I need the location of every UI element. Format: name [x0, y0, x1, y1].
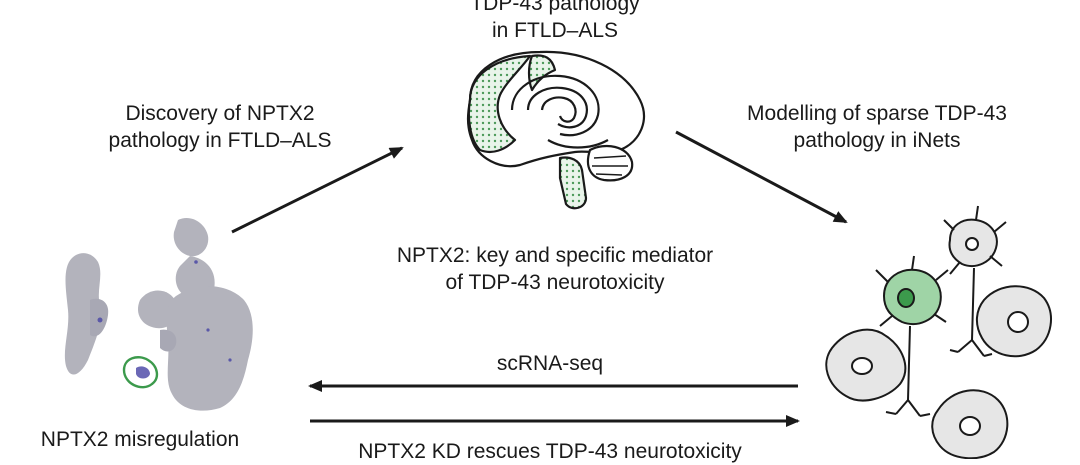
right-label-line1: Modelling of sparse TDP-43 — [747, 102, 1007, 125]
arrow-top-label: scRNA-seq — [496, 352, 604, 375]
center-label-line1: NPTX2: key and specific mediator — [396, 244, 714, 267]
center-label-line2: of TDP-43 neurotoxicity — [445, 271, 665, 294]
right-label: Modelling of sparse TDP-43 pathology in … — [712, 100, 1042, 154]
arrow-bottom-label: NPTX2 KD rescues TDP-43 neurotoxicity — [358, 440, 742, 463]
bottom-left-label: NPTX2 misregulation — [40, 428, 240, 451]
left-label-line2: pathology in FTLD–ALS — [108, 129, 332, 152]
left-label: Discovery of NPTX2 pathology in FTLD–ALS — [70, 100, 370, 154]
center-label: NPTX2: key and specific mediator of TDP-… — [350, 242, 760, 296]
brain-icon — [466, 50, 645, 210]
right-label-line2: pathology in iNets — [793, 129, 961, 152]
top-label-line1: TDP-43 pathology — [470, 0, 640, 15]
top-label-line2: in FTLD–ALS — [491, 19, 619, 42]
arrow-umap-to-brain — [231, 146, 404, 234]
left-label-line1: Discovery of NPTX2 — [125, 102, 315, 125]
arrow-brain-to-neurons — [675, 130, 848, 224]
neurons-icon — [825, 205, 1052, 459]
umap-cluster-icon — [64, 217, 253, 411]
top-label: TDP-43 pathology in FTLD–ALS — [440, 0, 670, 44]
